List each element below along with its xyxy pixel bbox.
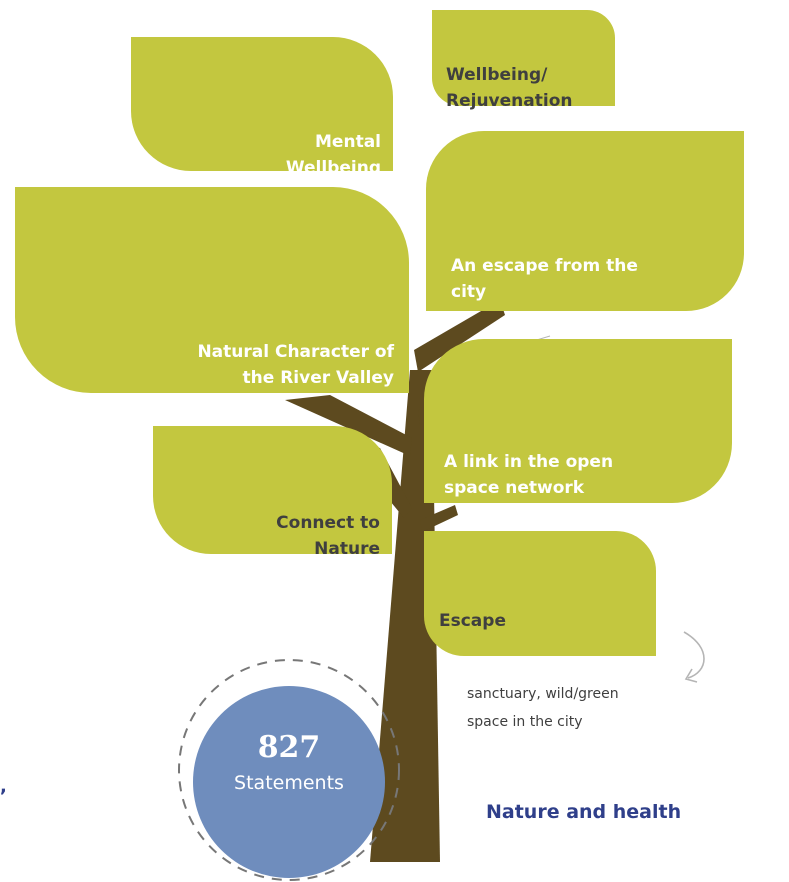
leaf-mental-wellbeing: Mental Wellbeing — [131, 37, 393, 178]
cut-off-text: , — [0, 776, 7, 797]
leaf-escape: Escape — [424, 531, 656, 656]
statement-count-badge: 827 Statements — [193, 686, 385, 878]
side-note: sanctuary, wild/green space in the city — [467, 686, 619, 730]
statement-count: 827 — [257, 730, 321, 765]
leaf-wellbeing-rejuvenation: Wellbeing/ Rejuvenation — [432, 10, 615, 111]
leaf-connect-to-nature: Connect to Nature — [153, 426, 392, 559]
theme-title: Nature and health — [486, 801, 682, 823]
leaf-escape-from-city: An escape from the city — [426, 131, 744, 311]
leaf-label: A link in the open space network — [444, 452, 614, 498]
curved-arrow-head — [684, 668, 698, 683]
leaf-label: Wellbeing/ Rejuvenation — [446, 65, 573, 111]
curved-arrow-icon — [683, 631, 705, 679]
dashed-ring — [178, 659, 400, 881]
branch-upper-right — [414, 300, 505, 372]
leaf-natural-character: Natural Character of the River Valley — [15, 187, 409, 393]
leaf-label: Connect to Nature — [276, 513, 380, 559]
tree-trunk — [370, 370, 440, 862]
leaf-label: Escape — [439, 611, 506, 631]
branch-lower-right — [420, 505, 458, 532]
leaf-label: An escape from the city — [451, 256, 638, 302]
statement-label: Statements — [234, 772, 344, 794]
leaf-label: Mental Wellbeing — [285, 132, 381, 178]
leaf-label: Natural Character of the River Valley — [197, 342, 394, 388]
leaf-link-open-space: A link in the open space network — [424, 339, 732, 503]
branch-upper-left — [285, 395, 412, 456]
